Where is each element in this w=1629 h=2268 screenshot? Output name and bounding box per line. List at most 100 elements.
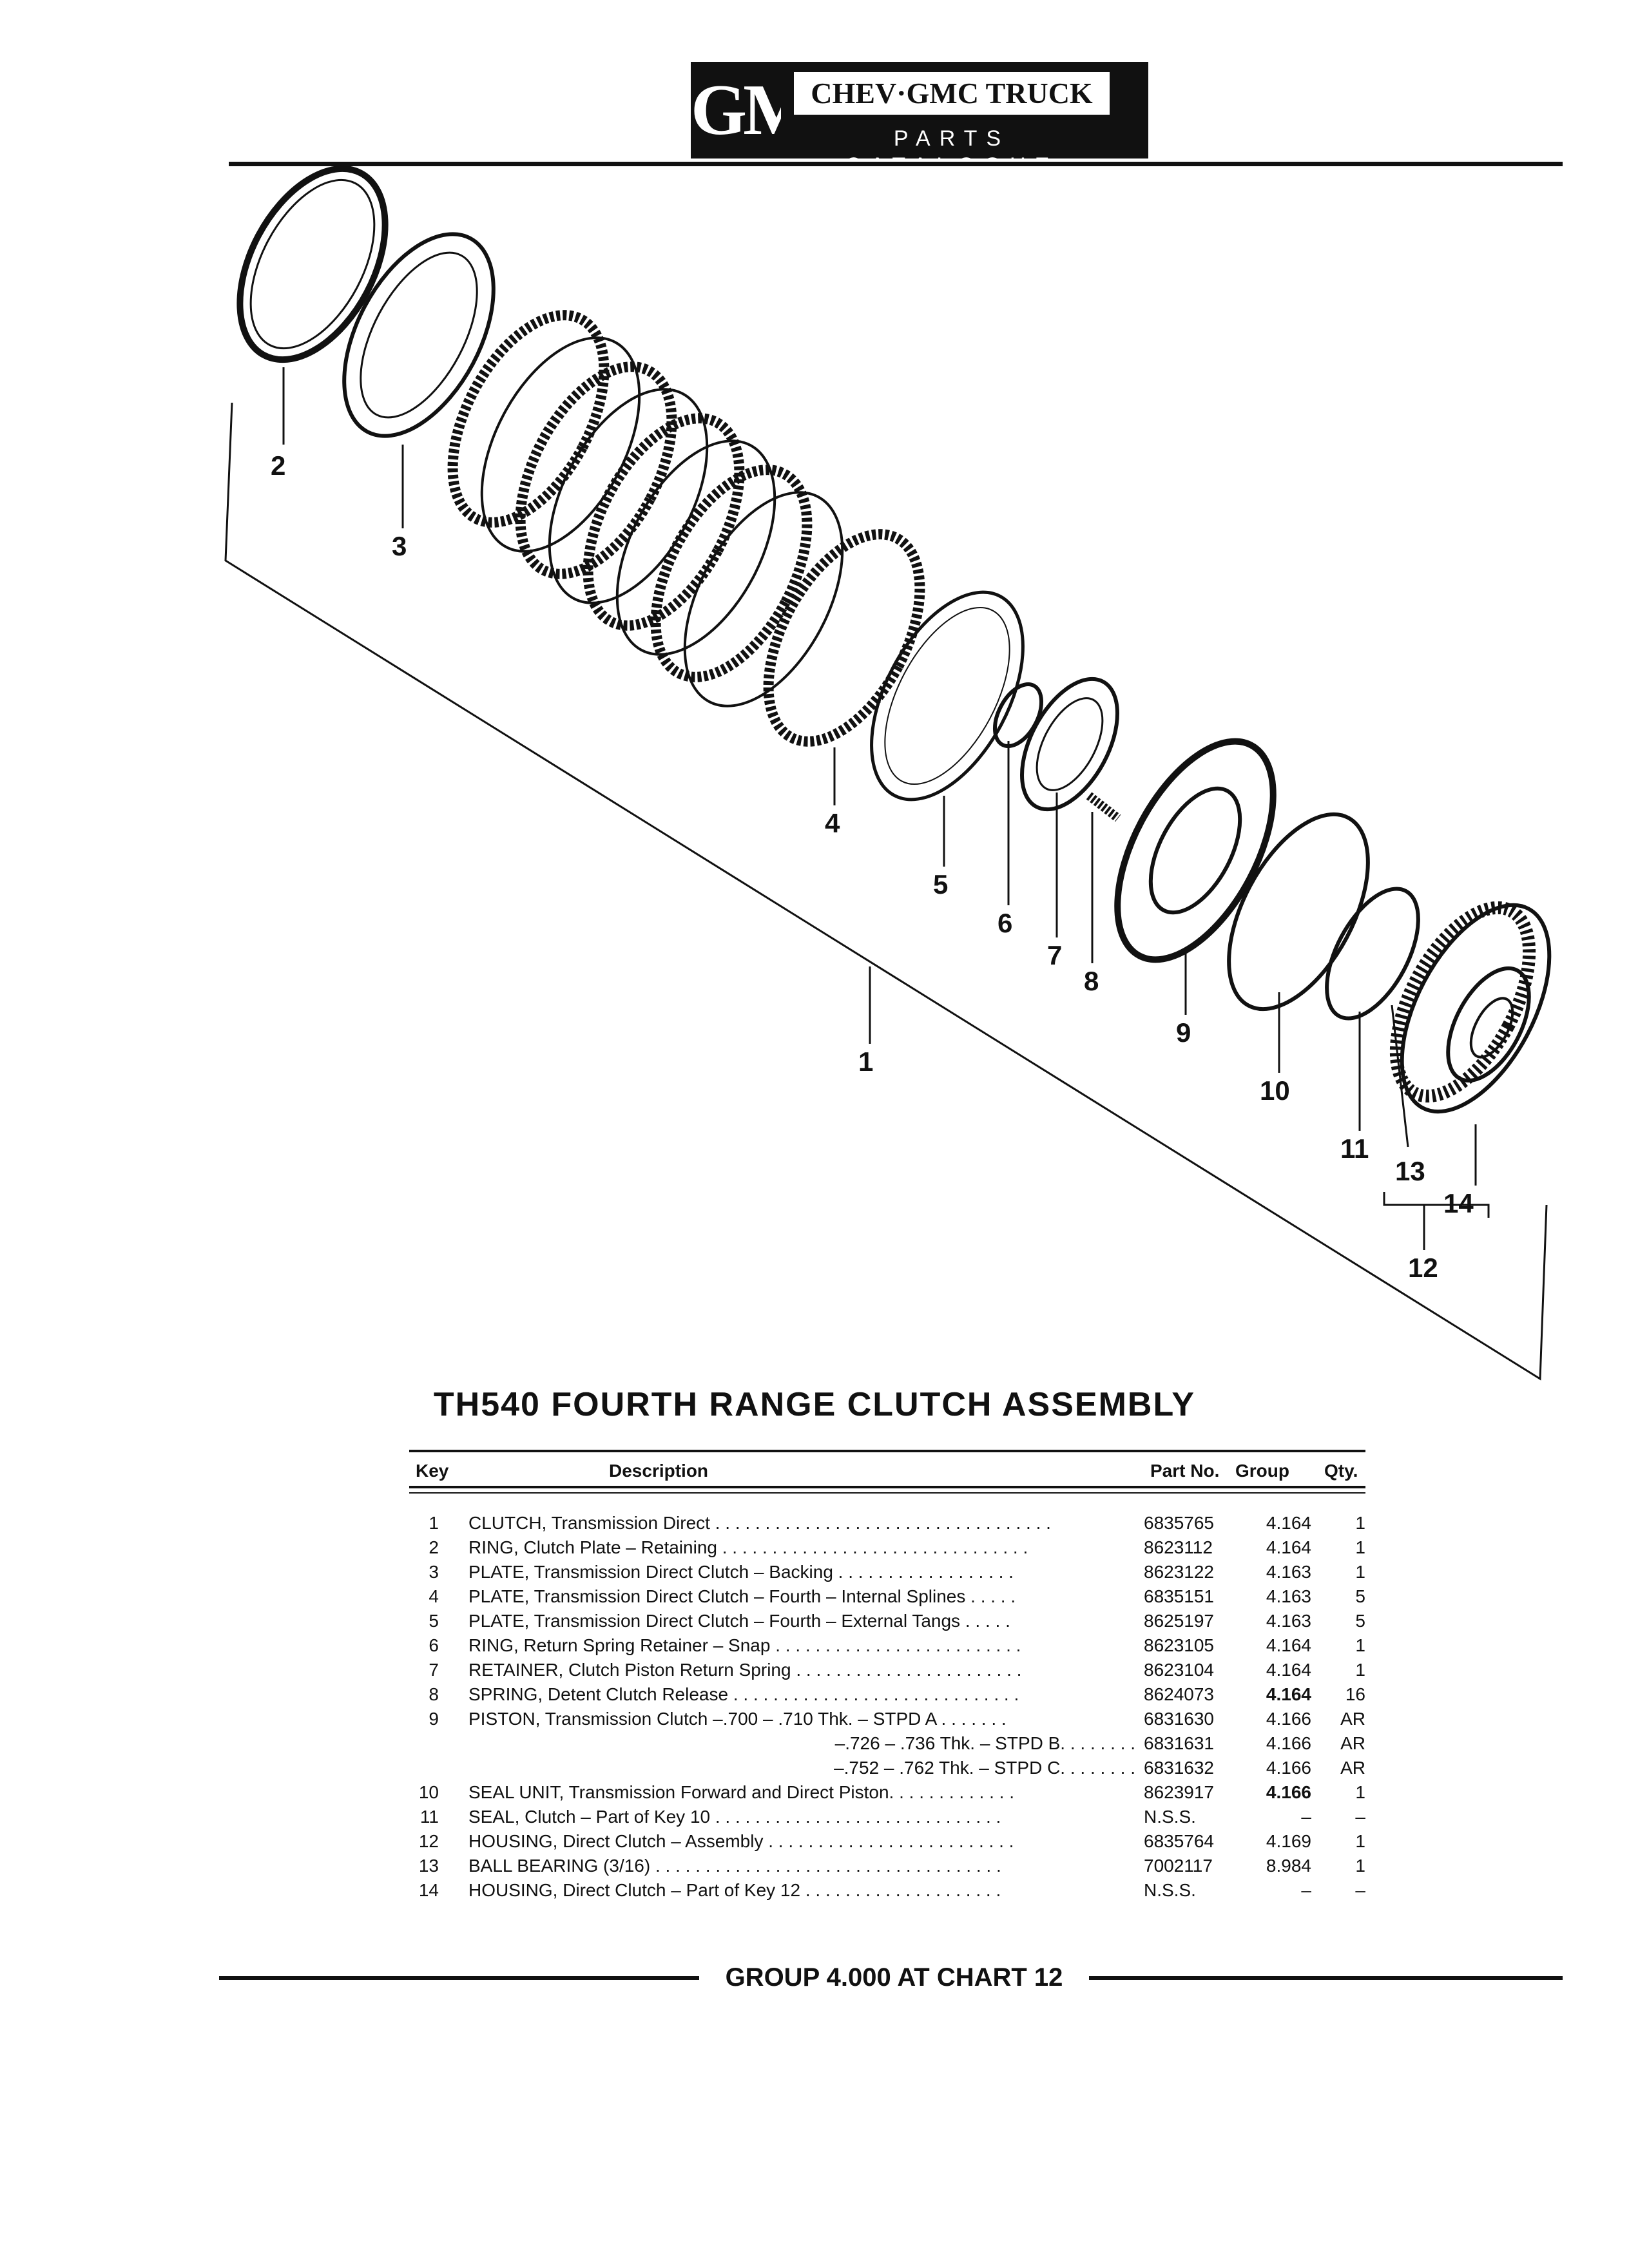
table-top-rule — [409, 1450, 1365, 1452]
cell-group: 8.984 — [1266, 1856, 1311, 1876]
callout-4: 4 — [825, 808, 840, 838]
footer-rule-right — [1089, 1976, 1563, 1980]
cell-qty: AR — [1340, 1758, 1365, 1778]
cell-part-no: 6835764 — [1144, 1831, 1215, 1851]
cell-group: 4.163 — [1266, 1611, 1311, 1631]
cell-description: RING, Return Spring Retainer – Snap . . … — [468, 1635, 1021, 1655]
header-group: Group — [1235, 1461, 1289, 1481]
header-title: CHEV·GMC TRUCK — [794, 72, 1110, 115]
cell-key: 1 — [429, 1513, 439, 1533]
header-qty: Qty. — [1324, 1461, 1358, 1481]
cell-qty: 16 — [1345, 1684, 1365, 1704]
cell-description: SPRING, Detent Clutch Release . . . . . … — [468, 1684, 1019, 1704]
cell-part-no: 8623122 — [1144, 1562, 1215, 1582]
table-row: 10 SEAL UNIT, Transmission Forward and Di… — [409, 1780, 1365, 1805]
table-header-rule-thin — [409, 1492, 1365, 1494]
table-row: 11 SEAL, Clutch – Part of Key 10 . . . . … — [409, 1805, 1365, 1829]
table-row: 13 BALL BEARING (3/16) . . . . . . . . . … — [409, 1854, 1365, 1878]
page-title: TH540 FOURTH RANGE CLUTCH ASSEMBLY — [433, 1386, 1196, 1423]
cell-part-no: 6831631 — [1144, 1733, 1215, 1753]
cell-key: 4 — [429, 1586, 439, 1606]
table-row: 12 HOUSING, Direct Clutch – Assembly . . … — [409, 1829, 1365, 1854]
table-row: 6 RING, Return Spring Retainer – Snap . .… — [409, 1633, 1365, 1658]
exploded-view-diagram — [224, 165, 1552, 1381]
cell-description: BALL BEARING (3/16) . . . . . . . . . . … — [468, 1856, 1001, 1876]
cell-group: 4.166 — [1266, 1782, 1311, 1802]
cell-key: 14 — [418, 1880, 439, 1900]
cell-qty: – — [1355, 1880, 1365, 1900]
table-row: 14 HOUSING, Direct Clutch – Part of Key 1… — [409, 1878, 1365, 1903]
cell-description: –.726 – .736 Thk. – STPD B. . . . . . . … — [834, 1733, 1135, 1753]
callout-2: 2 — [271, 450, 286, 481]
seal-unit — [1227, 812, 1370, 1012]
cell-qty: AR — [1340, 1709, 1365, 1729]
cell-part-no: 8623105 — [1144, 1635, 1215, 1655]
cell-key: 12 — [418, 1831, 439, 1851]
cell-key: 3 — [429, 1562, 439, 1582]
footer-rule-left — [219, 1976, 699, 1980]
callout-11: 11 — [1340, 1133, 1369, 1164]
external-tang-plate — [870, 590, 1025, 802]
cell-description: PLATE, Transmission Direct Clutch – Four… — [468, 1611, 1010, 1631]
cell-description: SEAL UNIT, Transmission Forward and Dire… — [468, 1782, 1014, 1802]
cell-group: 4.166 — [1266, 1758, 1311, 1778]
cell-description: SEAL, Clutch – Part of Key 10 . . . . . … — [468, 1807, 1001, 1827]
cell-key: 11 — [419, 1807, 439, 1827]
table-row: –.726 – .736 Thk. – STPD B. . . . . . . … — [409, 1731, 1365, 1756]
cell-part-no: 6831632 — [1144, 1758, 1215, 1778]
cell-qty: 1 — [1355, 1856, 1365, 1876]
cell-group: 4.163 — [1266, 1586, 1311, 1606]
cell-qty: 5 — [1355, 1586, 1365, 1606]
cell-part-no: N.S.S. — [1144, 1807, 1196, 1827]
header-part-no: Part No. — [1150, 1461, 1220, 1481]
cell-part-no: 6835765 — [1144, 1513, 1215, 1533]
clutch-plate-stack — [447, 310, 844, 707]
piston — [1114, 738, 1277, 963]
clutch-seal — [1325, 887, 1420, 1021]
cell-group: 4.166 — [1266, 1709, 1311, 1729]
cell-key: 7 — [429, 1660, 439, 1680]
cell-qty: 1 — [1355, 1537, 1365, 1557]
cell-description: HOUSING, Direct Clutch – Part of Key 12 … — [468, 1880, 1001, 1900]
clutch-housing — [1389, 901, 1552, 1114]
cell-part-no: 8624073 — [1144, 1684, 1215, 1704]
cell-qty: 1 — [1355, 1513, 1365, 1533]
table-row: –.752 – .762 Thk. – STPD C. . . . . . . … — [409, 1756, 1365, 1780]
detent-spring — [1086, 792, 1121, 822]
cell-group: 4.166 — [1266, 1733, 1311, 1753]
cell-qty: – — [1355, 1807, 1365, 1827]
cell-key: 6 — [429, 1635, 439, 1655]
callout-10: 10 — [1260, 1075, 1290, 1106]
cell-group: 4.164 — [1266, 1537, 1311, 1557]
cell-qty: 1 — [1355, 1831, 1365, 1851]
cell-part-no: 8623104 — [1144, 1660, 1215, 1680]
cell-group: 4.164 — [1266, 1513, 1311, 1533]
cell-key: 5 — [429, 1611, 439, 1631]
table-row: 7 RETAINER, Clutch Piston Return Spring .… — [409, 1658, 1365, 1682]
cell-group: 4.169 — [1266, 1831, 1311, 1851]
cell-description: PISTON, Transmission Clutch –.700 – .710… — [468, 1709, 1007, 1729]
cell-description: RETAINER, Clutch Piston Return Spring . … — [468, 1660, 1022, 1680]
cell-description: PLATE, Transmission Direct Clutch – Back… — [468, 1562, 1014, 1582]
callout-12: 12 — [1408, 1253, 1438, 1283]
cell-qty: AR — [1340, 1733, 1365, 1753]
cell-key: 13 — [418, 1856, 439, 1876]
cell-qty: 1 — [1355, 1562, 1365, 1582]
cell-key: 10 — [418, 1782, 439, 1802]
cell-group: – — [1301, 1807, 1311, 1827]
cell-part-no: 8623917 — [1144, 1782, 1215, 1802]
callout-3: 3 — [392, 531, 407, 561]
cell-group: 4.163 — [1266, 1562, 1311, 1582]
callout-8: 8 — [1084, 966, 1099, 996]
footer-chart-label: GROUP 4.000 AT CHART 12 — [725, 1963, 1063, 1992]
cell-description: HOUSING, Direct Clutch – Assembly . . . … — [468, 1831, 1014, 1851]
cell-group: 4.164 — [1266, 1660, 1311, 1680]
table-header-rule — [409, 1486, 1365, 1488]
spring-retainer — [1020, 677, 1119, 812]
header-rule — [229, 162, 1563, 166]
retaining-ring — [236, 165, 389, 363]
